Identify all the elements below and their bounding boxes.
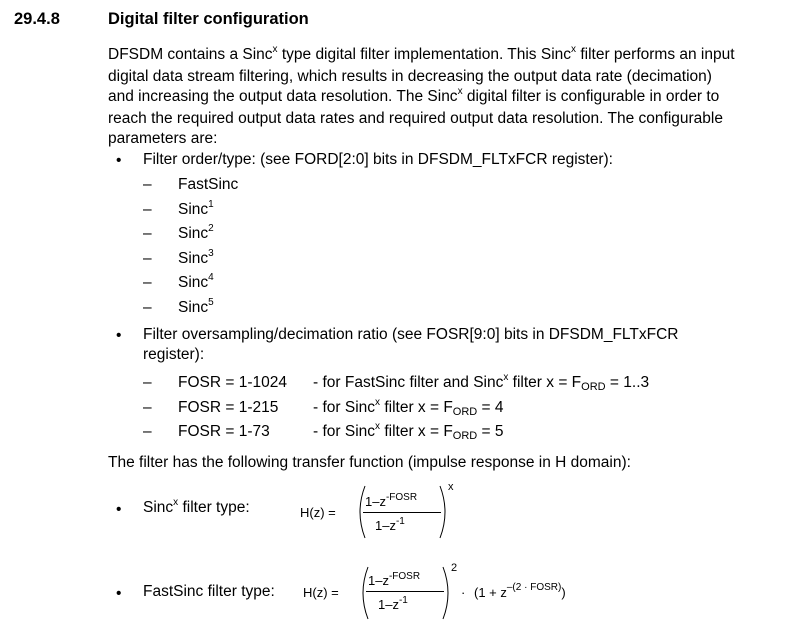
dash-marker: – bbox=[143, 374, 152, 391]
order-item-text: Sinc bbox=[178, 200, 209, 218]
dash-marker: – bbox=[143, 398, 152, 416]
fosr-description: - for Sincx filter x = FORD = 5 bbox=[313, 421, 504, 442]
right-paren bbox=[439, 485, 446, 539]
left-paren bbox=[362, 566, 369, 620]
bullet-icon: • bbox=[116, 585, 122, 602]
description-text: = 1..3 bbox=[605, 374, 650, 391]
dash-marker: – bbox=[143, 176, 152, 193]
intro-text: digital filter is configurable in order … bbox=[462, 88, 720, 105]
intro-text: parameters are: bbox=[108, 130, 218, 147]
order-item: Sinc2 bbox=[178, 223, 214, 243]
multiply-dot: · bbox=[461, 585, 466, 600]
superscript: 4 bbox=[208, 272, 214, 283]
left-paren bbox=[359, 485, 366, 539]
order-item-text: Sinc bbox=[178, 298, 209, 316]
description-text: = 5 bbox=[477, 423, 504, 440]
bullet-icon: • bbox=[116, 152, 122, 169]
superscript: x bbox=[571, 44, 577, 55]
sinc-label: Sincx filter type: bbox=[143, 497, 250, 517]
fosr-range: FOSR = 1-1024 bbox=[178, 374, 287, 391]
order-item-text: Sinc bbox=[178, 274, 209, 291]
order-item: FastSinc bbox=[178, 176, 238, 194]
superscript: 3 bbox=[208, 247, 214, 259]
order-item: Sinc1 bbox=[178, 198, 214, 219]
intro-text: DFSDM contains a Sinc bbox=[108, 46, 273, 63]
fraction-bar bbox=[363, 512, 441, 513]
ratio-label: Filter oversampling/decimation ratio (se… bbox=[143, 326, 679, 343]
superscript: 1 bbox=[208, 198, 214, 210]
superscript: x bbox=[503, 372, 509, 383]
fosr-range: FOSR = 1-215 bbox=[178, 398, 279, 416]
transfer-intro: The filter has the following transfer fu… bbox=[108, 454, 631, 471]
dash-marker: – bbox=[143, 200, 152, 218]
tail-term: (1 + z–(2 · FOSR)) bbox=[474, 582, 566, 600]
subscript: ORD bbox=[452, 430, 478, 442]
order-item-text: FastSinc bbox=[178, 176, 239, 193]
fosr-description: - for Sincx filter x = FORD = 4 bbox=[313, 396, 504, 418]
order-label: Filter order/type: (see FORD[2:0] bits i… bbox=[143, 151, 613, 168]
section-title: Digital filter configuration bbox=[108, 10, 309, 28]
sinc-label-text: Sinc bbox=[143, 499, 174, 516]
intro-text: filter performs an input bbox=[576, 46, 735, 63]
denominator: 1–z-1 bbox=[375, 516, 405, 533]
description-text: - for Sinc bbox=[313, 423, 376, 440]
intro-paragraph: DFSDM contains a Sincx type digital filt… bbox=[108, 44, 788, 149]
numerator: 1–z-FOSR bbox=[365, 492, 418, 509]
fastsinc-label: FastSinc filter type: bbox=[143, 583, 275, 600]
outer-exponent: x bbox=[448, 481, 454, 493]
numerator: 1–z-FOSR bbox=[368, 571, 421, 588]
superscript: 5 bbox=[208, 296, 214, 308]
outer-exponent: 2 bbox=[451, 562, 458, 574]
fosr-description: - for FastSinc filter and Sincx filter x… bbox=[313, 372, 650, 393]
dash-marker: – bbox=[143, 274, 152, 291]
hz-label: H(z) = bbox=[303, 585, 339, 600]
denominator: 1–z-1 bbox=[378, 595, 408, 612]
ratio-label: register): bbox=[143, 346, 205, 363]
order-item: Sinc3 bbox=[178, 247, 214, 268]
order-item-text: Sinc bbox=[178, 225, 209, 242]
order-item: Sinc4 bbox=[178, 272, 214, 292]
intro-text: and increasing the output data resolutio… bbox=[108, 88, 458, 105]
superscript: x bbox=[173, 497, 179, 508]
description-text: - for Sinc bbox=[313, 398, 376, 416]
description-text: filter x = F bbox=[508, 374, 582, 391]
intro-text: reach the required output data rates and… bbox=[108, 110, 723, 127]
description-text: filter x = F bbox=[380, 423, 453, 440]
superscript: x bbox=[375, 421, 381, 432]
hz-label: H(z) = bbox=[300, 505, 336, 520]
superscript: x bbox=[272, 44, 278, 55]
order-item-text: Sinc bbox=[178, 249, 209, 267]
sinc-label-text: filter type: bbox=[178, 499, 250, 516]
bullet-icon: • bbox=[116, 327, 122, 344]
dash-marker: – bbox=[143, 225, 152, 242]
intro-text: type digital filter implementation. This… bbox=[277, 46, 572, 63]
fosr-range: FOSR = 1-73 bbox=[178, 423, 270, 440]
subscript: ORD bbox=[581, 381, 606, 393]
section-number: 29.4.8 bbox=[14, 10, 60, 28]
superscript: 2 bbox=[208, 223, 214, 234]
subscript: ORD bbox=[452, 405, 478, 418]
dash-marker: – bbox=[143, 249, 152, 267]
description-text: - for FastSinc filter and Sinc bbox=[313, 374, 504, 391]
superscript: x bbox=[375, 396, 381, 408]
bullet-icon: • bbox=[116, 501, 122, 518]
intro-text: digital data stream filtering, which res… bbox=[108, 68, 712, 85]
order-item: Sinc5 bbox=[178, 296, 214, 317]
superscript: x bbox=[457, 86, 463, 97]
dash-marker: – bbox=[143, 298, 152, 316]
dash-marker: – bbox=[143, 423, 152, 440]
description-text: = 4 bbox=[477, 398, 504, 416]
right-paren bbox=[442, 566, 449, 620]
description-text: filter x = F bbox=[380, 398, 453, 416]
fraction-bar bbox=[366, 591, 444, 592]
